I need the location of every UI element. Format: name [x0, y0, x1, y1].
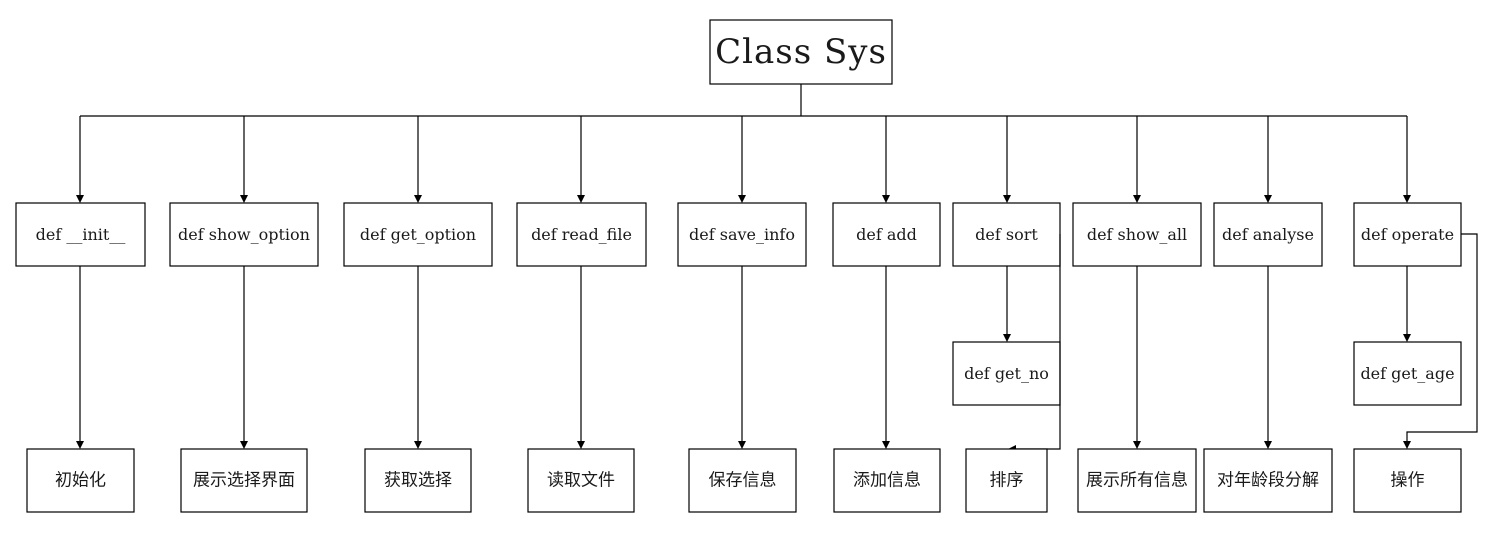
- description-label: 初始化: [55, 471, 106, 491]
- arrow-icon: [76, 441, 84, 449]
- arrow-icon: [414, 195, 422, 203]
- arrow-icon: [1133, 195, 1141, 203]
- description-label: 读取文件: [547, 471, 615, 491]
- root-label: Class Sys: [715, 32, 887, 72]
- description-node: [1077, 448, 1197, 513]
- column-analyse: def analyse 对年龄段分解: [1203, 116, 1333, 513]
- description-node: [688, 448, 797, 513]
- method-label: def save_info: [689, 225, 795, 244]
- description-label: 展示所有信息: [1086, 471, 1188, 491]
- method-label: def __init__: [36, 225, 126, 244]
- arrow-icon: [1403, 334, 1411, 342]
- description-node: [364, 448, 472, 513]
- sub-method-node: [1353, 341, 1462, 406]
- description-node: [527, 448, 635, 513]
- method-node: [1072, 202, 1202, 267]
- column-operate: def operate def get_age 操作: [1353, 116, 1478, 513]
- arrow-icon: [577, 195, 585, 203]
- arrow-icon: [240, 195, 248, 203]
- description-node: [26, 448, 135, 513]
- method-label: def sort: [975, 225, 1038, 244]
- description-label: 添加信息: [853, 471, 921, 491]
- method-node: [15, 202, 146, 267]
- description-node: [180, 448, 308, 513]
- method-label: def analyse: [1222, 225, 1314, 244]
- description-label: 获取选择: [384, 471, 452, 491]
- column-read-file: def read_file 读取文件: [516, 116, 647, 513]
- method-node: [516, 202, 647, 267]
- method-label: def show_all: [1087, 225, 1187, 244]
- method-node: [832, 202, 941, 267]
- description-node: [1203, 448, 1333, 513]
- arrow-icon: [577, 441, 585, 449]
- column-sort: def sort def get_no 排序: [952, 116, 1061, 513]
- description-label: 对年龄段分解: [1217, 471, 1319, 491]
- method-node: [952, 202, 1061, 267]
- method-label: def operate: [1361, 225, 1454, 244]
- description-label: 操作: [1391, 471, 1425, 491]
- sub-method-label: def get_no: [964, 364, 1049, 383]
- arrow-icon: [414, 441, 422, 449]
- description-label: 保存信息: [709, 471, 777, 491]
- description-label: 排序: [990, 471, 1024, 491]
- column-save-info: def save_info 保存信息: [677, 116, 807, 513]
- sub-method-label: def get_age: [1360, 364, 1454, 383]
- description-node: [1353, 448, 1462, 513]
- arrow-icon: [1003, 334, 1011, 342]
- arrow-icon: [738, 441, 746, 449]
- method-node: [343, 202, 493, 267]
- arrow-icon: [1403, 441, 1411, 449]
- arrow-icon: [1403, 195, 1411, 203]
- column-show-all: def show_all 展示所有信息: [1072, 116, 1202, 513]
- column-get-option: def get_option 获取选择: [343, 116, 493, 513]
- method-node: [1353, 202, 1462, 267]
- arrow-icon: [882, 195, 890, 203]
- operate-connector: [1406, 233, 1478, 441]
- arrow-icon: [1003, 195, 1011, 203]
- arrow-icon: [1133, 441, 1141, 449]
- arrow-icon: [1264, 441, 1272, 449]
- column-init: def __init__ 初始化: [15, 116, 146, 513]
- arrow-icon: [882, 441, 890, 449]
- column-add: def add 添加信息: [832, 116, 941, 513]
- sub-method-node: [952, 341, 1061, 406]
- arrow-icon: [76, 195, 84, 203]
- description-label: 展示选择界面: [193, 471, 295, 491]
- description-node: [833, 448, 941, 513]
- method-label: def show_option: [178, 225, 310, 244]
- arrow-icon: [1264, 195, 1272, 203]
- method-label: def add: [856, 225, 917, 244]
- arrow-icon: [738, 195, 746, 203]
- method-node: [677, 202, 807, 267]
- description-node: [965, 448, 1048, 513]
- method-label: def get_option: [360, 225, 476, 244]
- root-node: Class Sys: [709, 19, 893, 85]
- arrow-icon: [240, 441, 248, 449]
- method-node: [169, 202, 319, 267]
- column-show-option: def show_option 展示选择界面: [169, 116, 319, 513]
- method-label: def read_file: [531, 225, 632, 244]
